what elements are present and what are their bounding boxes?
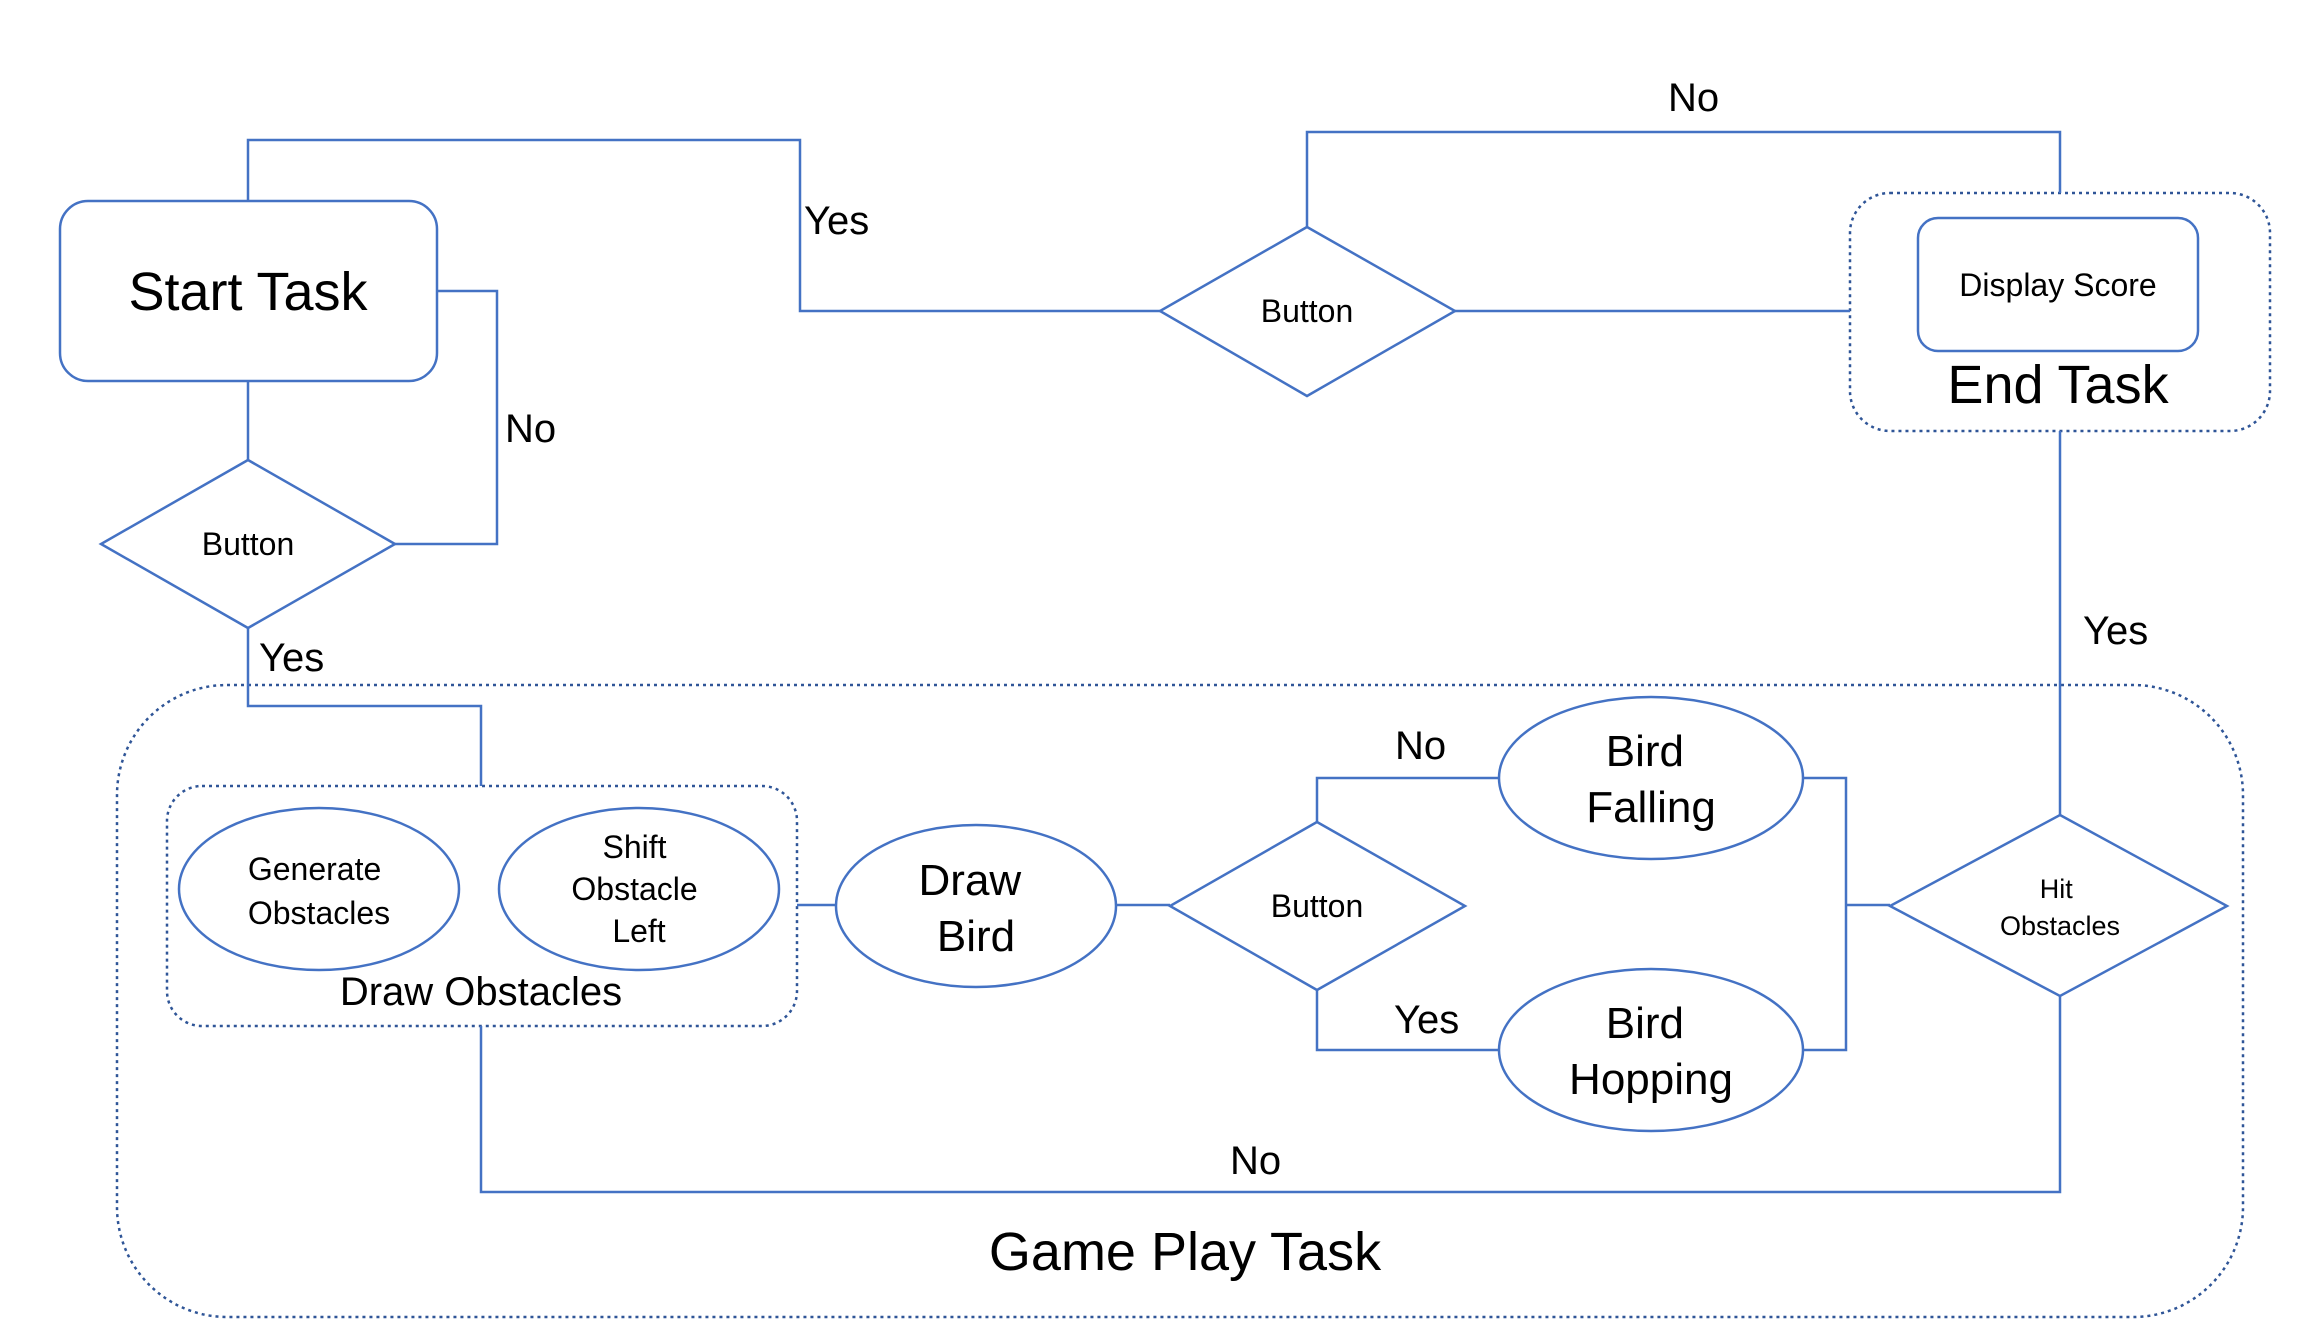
draw-bird-line-2: Bird xyxy=(937,912,1015,961)
generate-obstacles-ellipse xyxy=(177,806,461,972)
bird-hopping-ellipse xyxy=(1497,967,1805,1133)
hit-obstacles-label: Hit Obstacles xyxy=(2000,874,2120,941)
display-score-box xyxy=(1916,216,2200,353)
connector-hit-no-loop xyxy=(479,996,2062,1194)
top-button-decision xyxy=(1157,225,1458,398)
start-button-decision xyxy=(98,458,398,630)
edge-label-end-yes: Yes xyxy=(2083,609,2148,653)
bird-falling-label: Bird Falling xyxy=(1586,727,1716,832)
top-button-label: Button xyxy=(1261,293,1354,329)
start-task-label: Start Task xyxy=(128,262,368,322)
edge-label-top-no: No xyxy=(1668,76,1719,120)
game-play-task-label: Game Play Task xyxy=(989,1222,1382,1282)
start-task-box xyxy=(58,199,439,383)
draw-bird-line-1: Draw xyxy=(919,856,1022,905)
bird-hopping-label: Bird Hopping xyxy=(1569,999,1733,1104)
bird-button-decision xyxy=(1167,820,1468,992)
generate-obstacles-line-1: Generate xyxy=(248,851,381,887)
connector-top-button-no-loop xyxy=(1305,130,2062,227)
bird-falling-line-1: Bird xyxy=(1606,727,1684,776)
edge-label-bird-yes: Yes xyxy=(1394,998,1459,1042)
edge-label-top-yes: Yes xyxy=(804,199,869,243)
edge-label-start-yes: Yes xyxy=(259,636,324,680)
draw-obstacles-label: Draw Obstacles xyxy=(340,970,622,1014)
edge-label-loop-no: No xyxy=(1230,1139,1281,1183)
connector-start-to-top-button xyxy=(246,138,1160,313)
edge-label-bird-no: No xyxy=(1395,724,1446,768)
edge-label-start-no: No xyxy=(505,407,556,451)
connector-falling-to-hit xyxy=(1803,776,1848,1052)
connector-button-no-to-falling xyxy=(1315,776,1500,822)
bird-hopping-line-1: Bird xyxy=(1606,999,1684,1048)
display-score-label: Display Score xyxy=(1959,267,2156,303)
shift-obstacle-left-line-2: Obstacle xyxy=(571,871,697,907)
start-button-label: Button xyxy=(202,526,295,562)
shift-obstacle-left-line-3: Left xyxy=(612,913,665,949)
shift-obstacle-left-ellipse xyxy=(497,806,781,972)
bird-falling-ellipse xyxy=(1497,695,1805,861)
bird-hopping-line-2: Hopping xyxy=(1569,1055,1733,1104)
bird-button-label: Button xyxy=(1271,888,1364,924)
connector-button-yes-to-hopping xyxy=(1315,990,1500,1052)
draw-bird-label: Draw Bird xyxy=(919,856,1034,961)
shift-obstacle-left-label: Shift Obstacle Left xyxy=(571,829,706,949)
end-task-label: End Task xyxy=(1947,355,2169,415)
connector-start-button-yes xyxy=(246,628,483,786)
hit-obstacles-line-1: Hit xyxy=(2040,874,2073,904)
bird-falling-line-2: Falling xyxy=(1586,783,1716,832)
shift-obstacle-left-line-1: Shift xyxy=(603,829,667,865)
hit-obstacles-line-2: Obstacles xyxy=(2000,911,2120,941)
hit-obstacles-decision xyxy=(1887,813,2230,998)
game-play-task-group xyxy=(115,683,2245,1319)
connector-start-button-no-loop xyxy=(395,289,499,546)
draw-bird-ellipse xyxy=(834,823,1118,989)
generate-obstacles-line-2: Obstacles xyxy=(248,895,390,931)
generate-obstacles-label: Generate Obstacles xyxy=(248,851,390,931)
